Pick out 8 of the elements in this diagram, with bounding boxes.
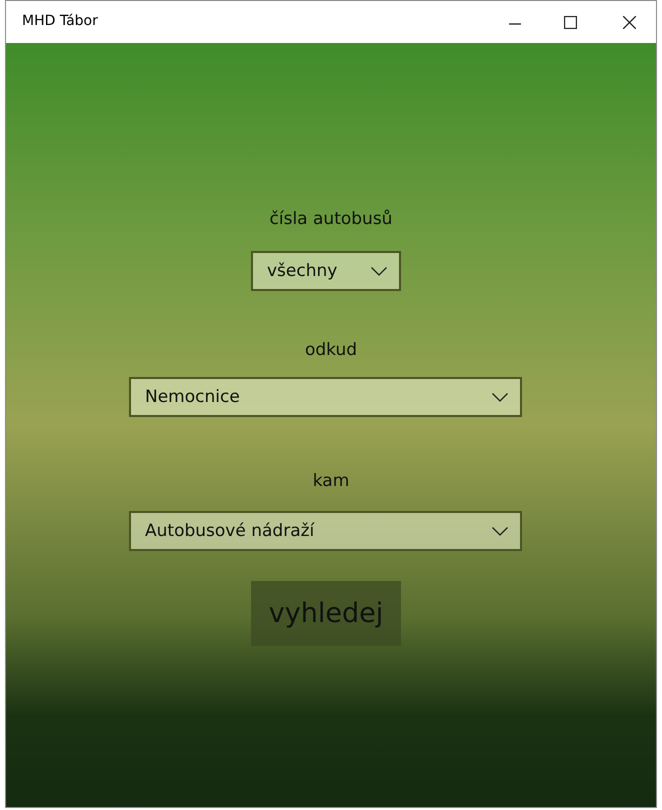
selected-value: Nemocnice bbox=[145, 387, 240, 407]
selected-value: Autobusové nádraží bbox=[145, 521, 314, 541]
field-label: kam bbox=[312, 471, 350, 491]
selected-value: všechny bbox=[267, 261, 338, 281]
window-title: MHD Tábor bbox=[22, 13, 98, 29]
search-button: vyhledej bbox=[251, 581, 401, 646]
field-label: odkud bbox=[304, 340, 358, 360]
field-label: čísla autobusů bbox=[268, 209, 394, 229]
